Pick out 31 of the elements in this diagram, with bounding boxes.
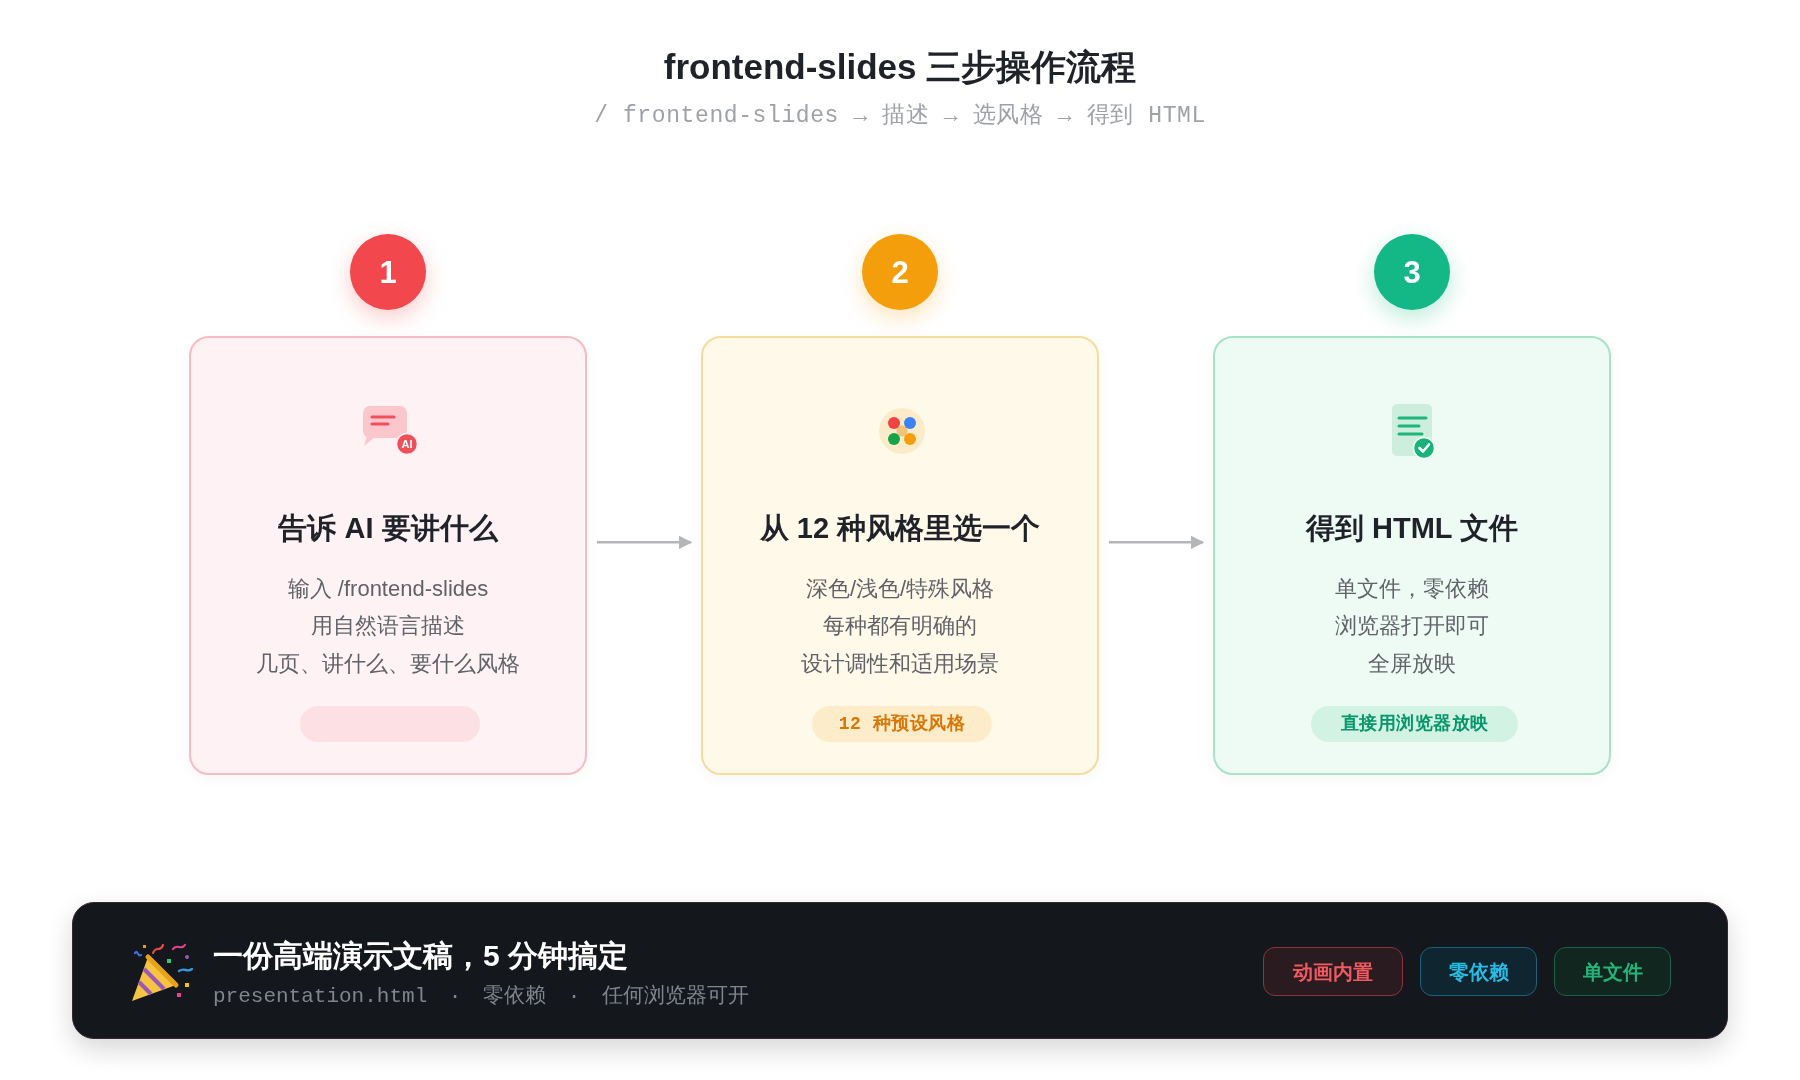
title: frontend-slides 三步操作流程: [663, 46, 1137, 88]
card-text: 设计调性和适用场景: [801, 650, 999, 678]
tag-pill: 动画内置: [1263, 947, 1403, 996]
step-card: [701, 336, 1099, 775]
card-text: 单文件，零依赖: [1335, 575, 1489, 603]
banner-title: 一份高端演示文稿，5 分钟搞定: [213, 938, 629, 974]
card-text: 用自然语言描述: [311, 612, 465, 640]
step-number-circle: 1: [350, 234, 426, 310]
card-text: 深色/浅色/特殊风格: [805, 575, 995, 603]
tag-pill: 单文件: [1554, 947, 1671, 996]
card-text: 全屏放映: [1368, 650, 1456, 678]
step-number-circle: 2: [862, 234, 938, 310]
step-number-circle: 3: [1374, 234, 1450, 310]
icon-text: AI: [401, 438, 413, 450]
banner-subtitle: presentation.html · 零依赖 · 任何浏览器可开: [213, 984, 749, 1010]
subtitle: / frontend-slides → 描述 → 选风格 → 得到 HTML: [594, 102, 1206, 131]
card-text: 输入 /frontend-slides: [287, 575, 489, 603]
card-text: 几页、讲什么、要什么风格: [256, 650, 520, 678]
card-title: 告诉 AI 要讲什么: [278, 511, 498, 546]
summary-banner: [72, 902, 1728, 1039]
step-card: [189, 336, 587, 775]
card-title: 得到 HTML 文件: [1305, 511, 1519, 546]
arrow: [1109, 535, 1205, 550]
card-title: 从 12 种风格里选一个: [759, 511, 1041, 546]
card-text: 每种都有明确的: [823, 612, 977, 640]
tag-pill: 直接用浏览器放映: [1311, 706, 1518, 742]
tag-pill: 12 种预设风格: [812, 706, 992, 742]
card-text: 浏览器打开即可: [1335, 612, 1489, 640]
arrow: [597, 535, 693, 550]
tag-pill: 零依赖: [1420, 947, 1537, 996]
step-card: [1213, 336, 1611, 775]
